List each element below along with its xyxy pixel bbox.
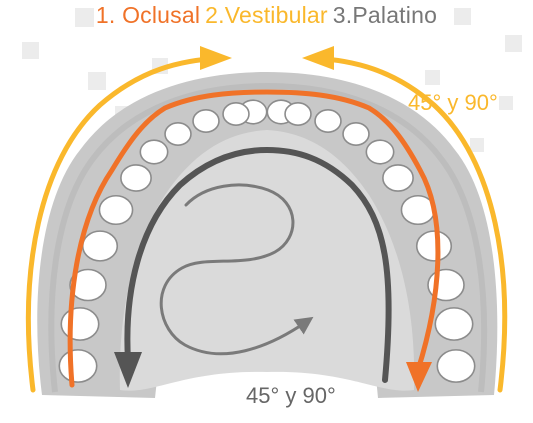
tooth [140,140,167,164]
angle-label-outer: 45° y 90° [408,90,533,116]
tooth [417,231,452,261]
tooth [99,196,132,225]
tooth [61,308,98,340]
tooth [223,103,249,125]
tooth [83,231,118,261]
tooth [59,350,96,382]
step-oclusal-label: 1. Oclusal [96,2,200,29]
vestibular-arrowhead-right [302,46,334,70]
vestibular-arrowhead-left [200,46,232,70]
step-vestibular-label: 2.Vestibular [205,2,328,29]
tooth [437,350,474,382]
tooth [285,103,311,125]
step-palatino-label: 3.Palatino [333,2,437,29]
tooth [193,110,219,132]
tooth [121,165,151,191]
tooth [435,308,472,340]
tooth [366,140,393,164]
angle-label-inner: 45° y 90° [246,383,396,409]
tooth [315,110,341,132]
tooth [343,123,369,145]
tooth [165,123,191,145]
tooth [383,165,413,191]
